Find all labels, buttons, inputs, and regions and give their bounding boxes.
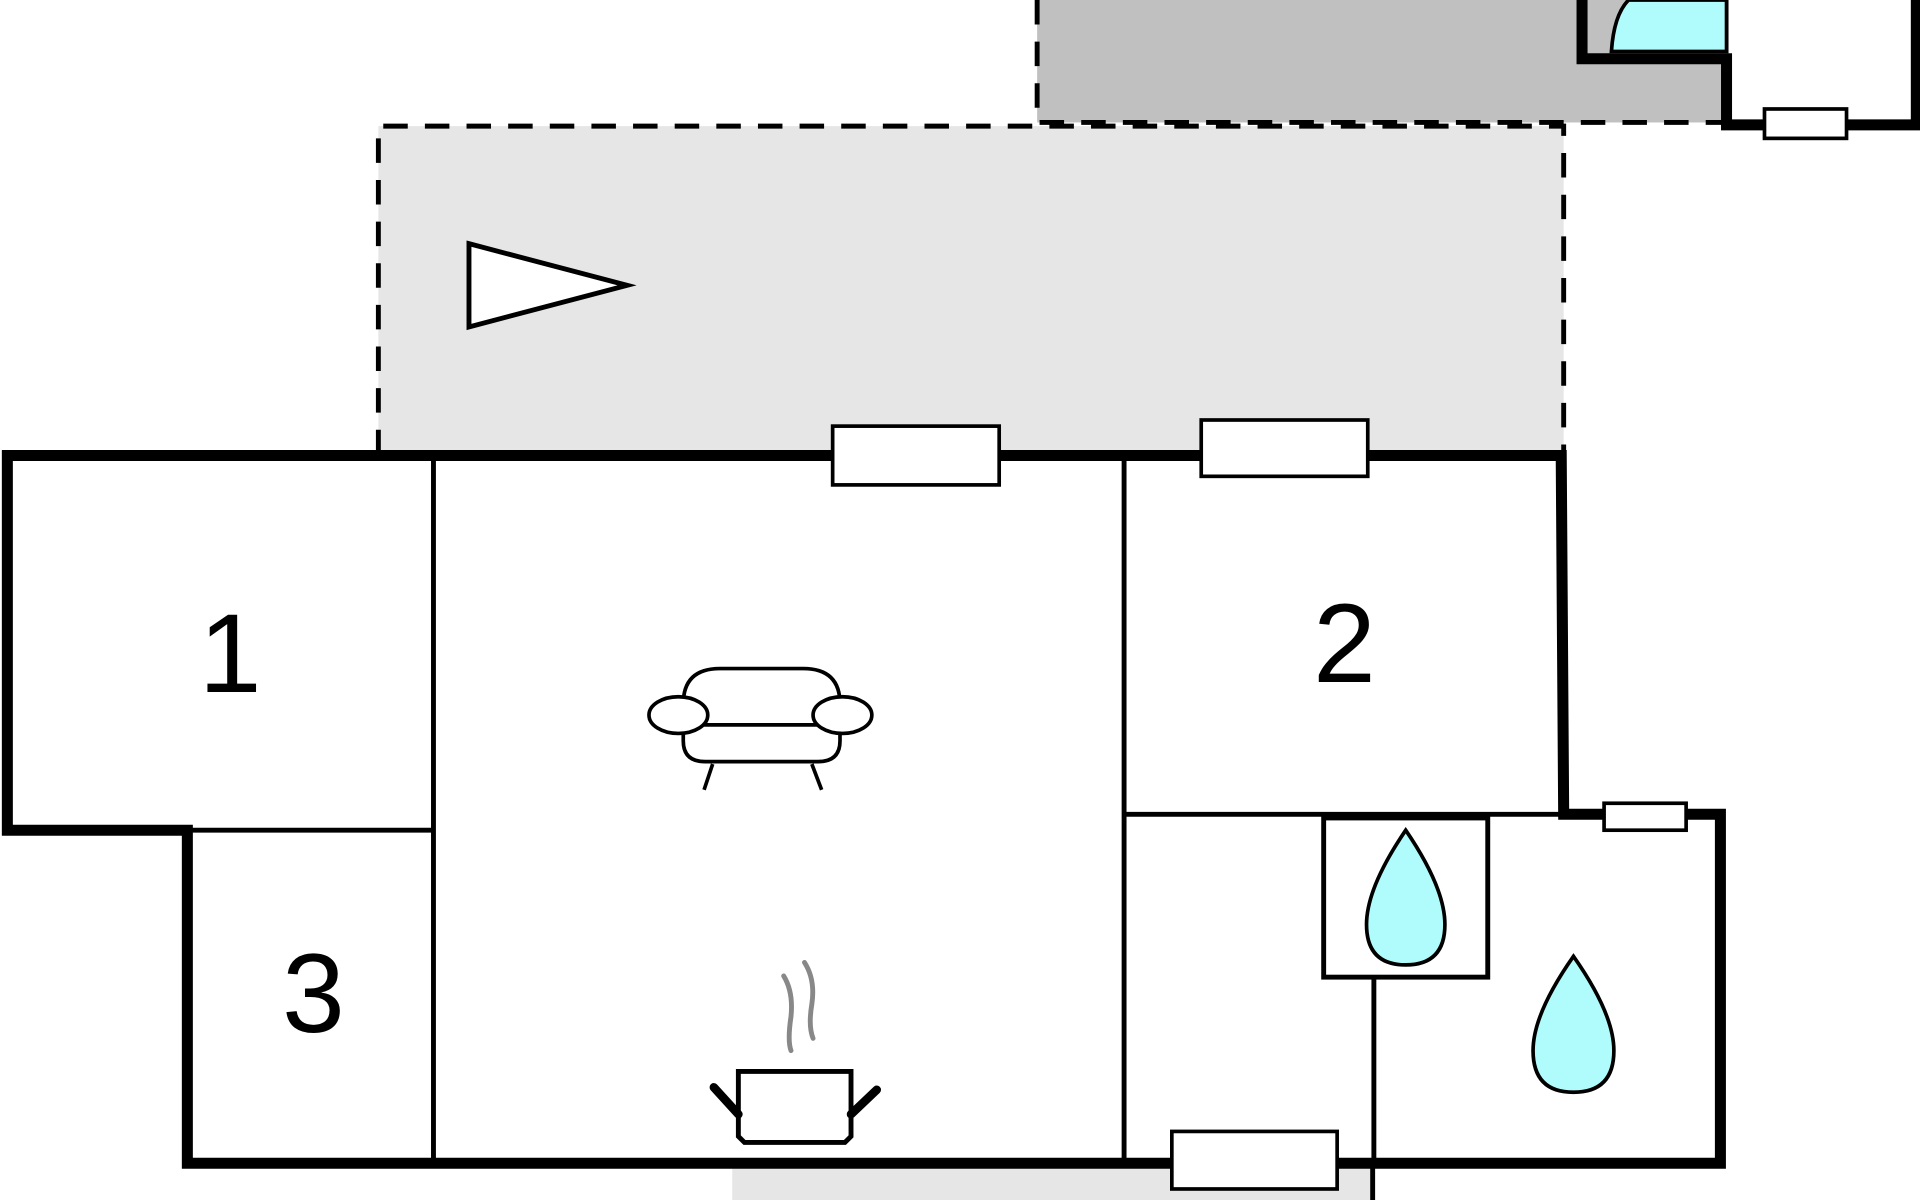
water-drop-icon <box>1531 953 1616 1095</box>
compass-north-icon <box>466 240 637 331</box>
sofa-icon <box>647 666 874 791</box>
outer-wall <box>1 450 1726 1169</box>
window <box>1762 107 1849 141</box>
main-terrace-dashed-border <box>375 123 1567 455</box>
room-label-3: 3 <box>282 930 345 1056</box>
water-drop-icon <box>1364 826 1447 967</box>
annex-wall <box>1576 0 1920 131</box>
inner-walls <box>187 455 1564 1164</box>
windows <box>830 418 1688 1191</box>
room-label-1: 1 <box>199 590 262 716</box>
cooking-pot-icon <box>709 960 882 1145</box>
door-icon <box>1609 0 1729 54</box>
room-label-2: 2 <box>1313 580 1376 706</box>
